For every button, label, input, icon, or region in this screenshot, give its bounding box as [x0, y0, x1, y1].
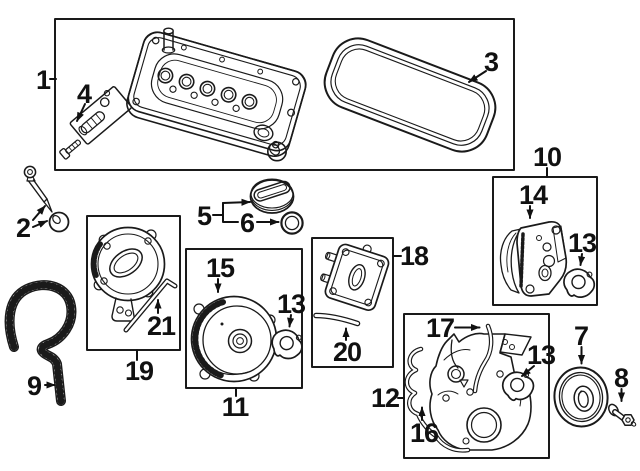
callout-13b: 13: [568, 228, 597, 258]
assembly-box-10: [492, 176, 598, 306]
arrow-2-seal: [32, 220, 48, 228]
tube-seal-kit-drawing: [59, 86, 132, 160]
cover-gasket-strip-drawing: [313, 312, 361, 327]
arrow-5: [222, 198, 251, 206]
cap-oring-drawing: [280, 211, 304, 235]
arrow-13c: [521, 365, 535, 377]
arrow-3: [468, 70, 487, 83]
middle-cover-drawing: [320, 243, 390, 312]
pcv-tube: [161, 27, 176, 54]
valve-cover-gasket-drawing: [323, 37, 497, 153]
arrow-2-dipstick: [32, 205, 46, 221]
timing-belt-drawing: [4, 280, 77, 406]
bracket-5: [212, 202, 239, 223]
callout-13a: 13: [277, 289, 306, 319]
callout-21: 21: [147, 311, 176, 341]
callout-5: 5: [197, 201, 212, 231]
arrow-13b: [578, 253, 586, 266]
pulley-bolt-drawing: [607, 403, 637, 427]
spark-tube-seal: [266, 141, 287, 162]
callout-8: 8: [614, 363, 629, 393]
oil-filler-cap-drawing: [249, 178, 295, 214]
leader-lines: [32, 70, 626, 421]
dipstick-drawing: [23, 165, 70, 233]
callout-15: 15: [206, 253, 235, 283]
callout-7: 7: [574, 321, 588, 351]
assembly-box-11: [185, 248, 303, 389]
callout-16: 16: [410, 418, 439, 448]
callout-18: 18: [400, 241, 429, 271]
rear-upper-cover-drawing: [90, 226, 166, 322]
callout-1: 1: [36, 65, 51, 95]
callout-14: 14: [519, 180, 548, 210]
arrow-4: [76, 103, 86, 122]
callout-10: 10: [533, 142, 561, 172]
mount-bolt-drawing: [123, 278, 178, 333]
valve-cover-drawing: [126, 27, 307, 162]
callout-13c: 13: [527, 340, 556, 370]
callout-6: 6: [240, 208, 255, 238]
cover-gasket-drawing-b: [563, 268, 596, 298]
crank-pulley-drawing: [553, 366, 609, 428]
callout-2: 2: [16, 213, 30, 243]
assembly-box-18: [311, 237, 394, 368]
assembly-box-19: [86, 215, 181, 351]
assembly-box-12: [403, 313, 550, 459]
callout-12: 12: [371, 383, 399, 413]
upper-timing-cover-drawing: [499, 220, 568, 297]
assembly-box-valve-cover: [54, 18, 515, 171]
lower-timing-cover-drawing: [429, 332, 532, 451]
callout-11: 11: [222, 392, 250, 422]
lower-cover-gasket-drawing: [404, 346, 471, 453]
callout-20: 20: [333, 337, 361, 367]
arrow-13a: [287, 314, 295, 328]
callout-9: 9: [27, 371, 42, 401]
callout-3: 3: [484, 47, 499, 77]
callout-4: 4: [77, 79, 92, 109]
kit-bolt: [59, 139, 82, 160]
dowel-pin-drawing: [472, 323, 494, 394]
front-upper-cover-drawing: [190, 295, 278, 383]
callout-19: 19: [125, 356, 154, 386]
callout-labels: 1 2 3 4 5 6 7 8 9 10 11 12 13 13 13 14 1…: [16, 47, 630, 448]
callout-17: 17: [426, 313, 454, 343]
